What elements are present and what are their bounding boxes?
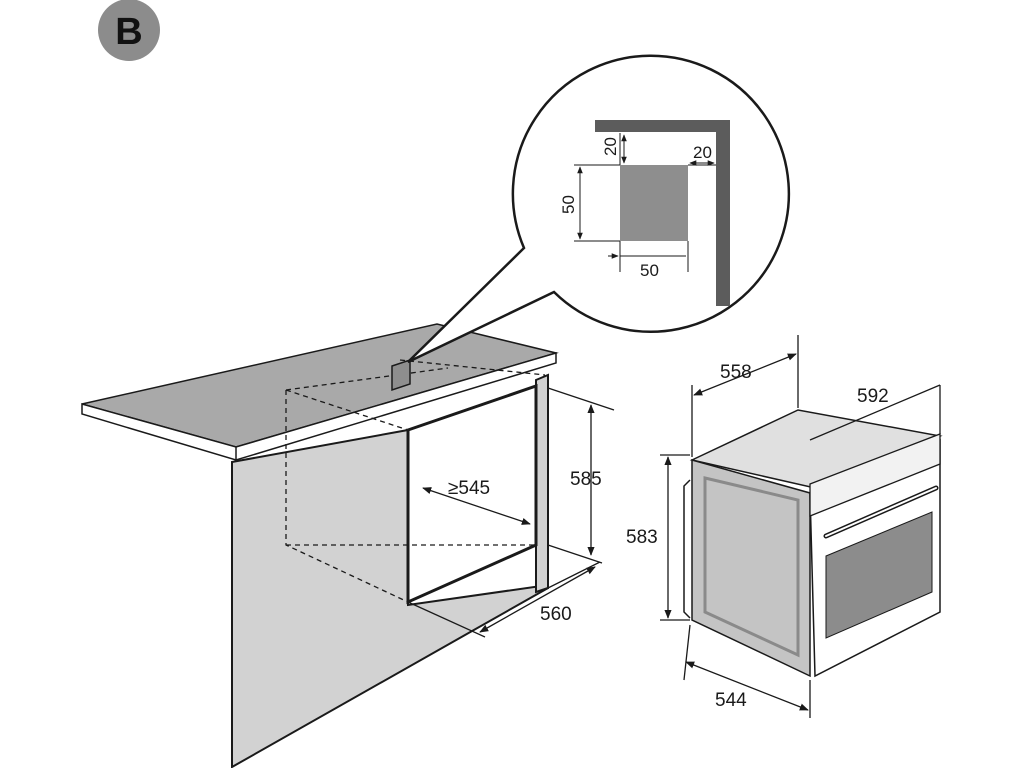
label-detail-top-gap: 20 <box>601 137 620 156</box>
oven-side-inset <box>703 476 800 658</box>
oven-control-panel <box>809 433 941 517</box>
label-cabinet-height: 585 <box>570 469 602 490</box>
cabinet-right-stile <box>535 373 549 594</box>
vent-opening <box>391 358 411 392</box>
label-detail-side-gap: 20 <box>693 143 712 162</box>
detail-vent-square <box>620 165 688 241</box>
oven-window <box>825 511 933 639</box>
callout-bubble <box>407 54 791 364</box>
oven-illustration: 558 592 583 544 <box>626 335 943 718</box>
dimension-cabinet-depth <box>422 487 531 525</box>
label-detail-vent-height: 50 <box>559 195 578 214</box>
oven-dimension-lines <box>660 335 941 718</box>
vent-detail-callout: 20 20 50 50 <box>407 54 791 364</box>
label-oven-height: 583 <box>626 527 658 548</box>
label-cabinet-width: 560 <box>540 604 572 625</box>
detail-dimension-lines <box>574 133 716 272</box>
dimension-cabinet-width <box>407 561 601 638</box>
detail-wall-corner <box>595 120 730 306</box>
label-oven-width-top: 592 <box>857 386 889 407</box>
badge-label: B <box>115 11 142 53</box>
label-detail-vent-width: 50 <box>640 261 659 280</box>
badge-circle <box>98 0 160 61</box>
oven-side <box>691 459 811 678</box>
label-oven-depth-bottom: 544 <box>715 690 747 711</box>
cabinet-illustration: 585 ≥545 560 <box>81 323 615 768</box>
hidden-edges <box>285 359 546 603</box>
dimension-cabinet-height <box>547 387 615 564</box>
section-badge: B <box>98 0 160 61</box>
label-cabinet-depth: ≥545 <box>448 478 490 499</box>
label-oven-depth-top: 558 <box>720 362 752 383</box>
